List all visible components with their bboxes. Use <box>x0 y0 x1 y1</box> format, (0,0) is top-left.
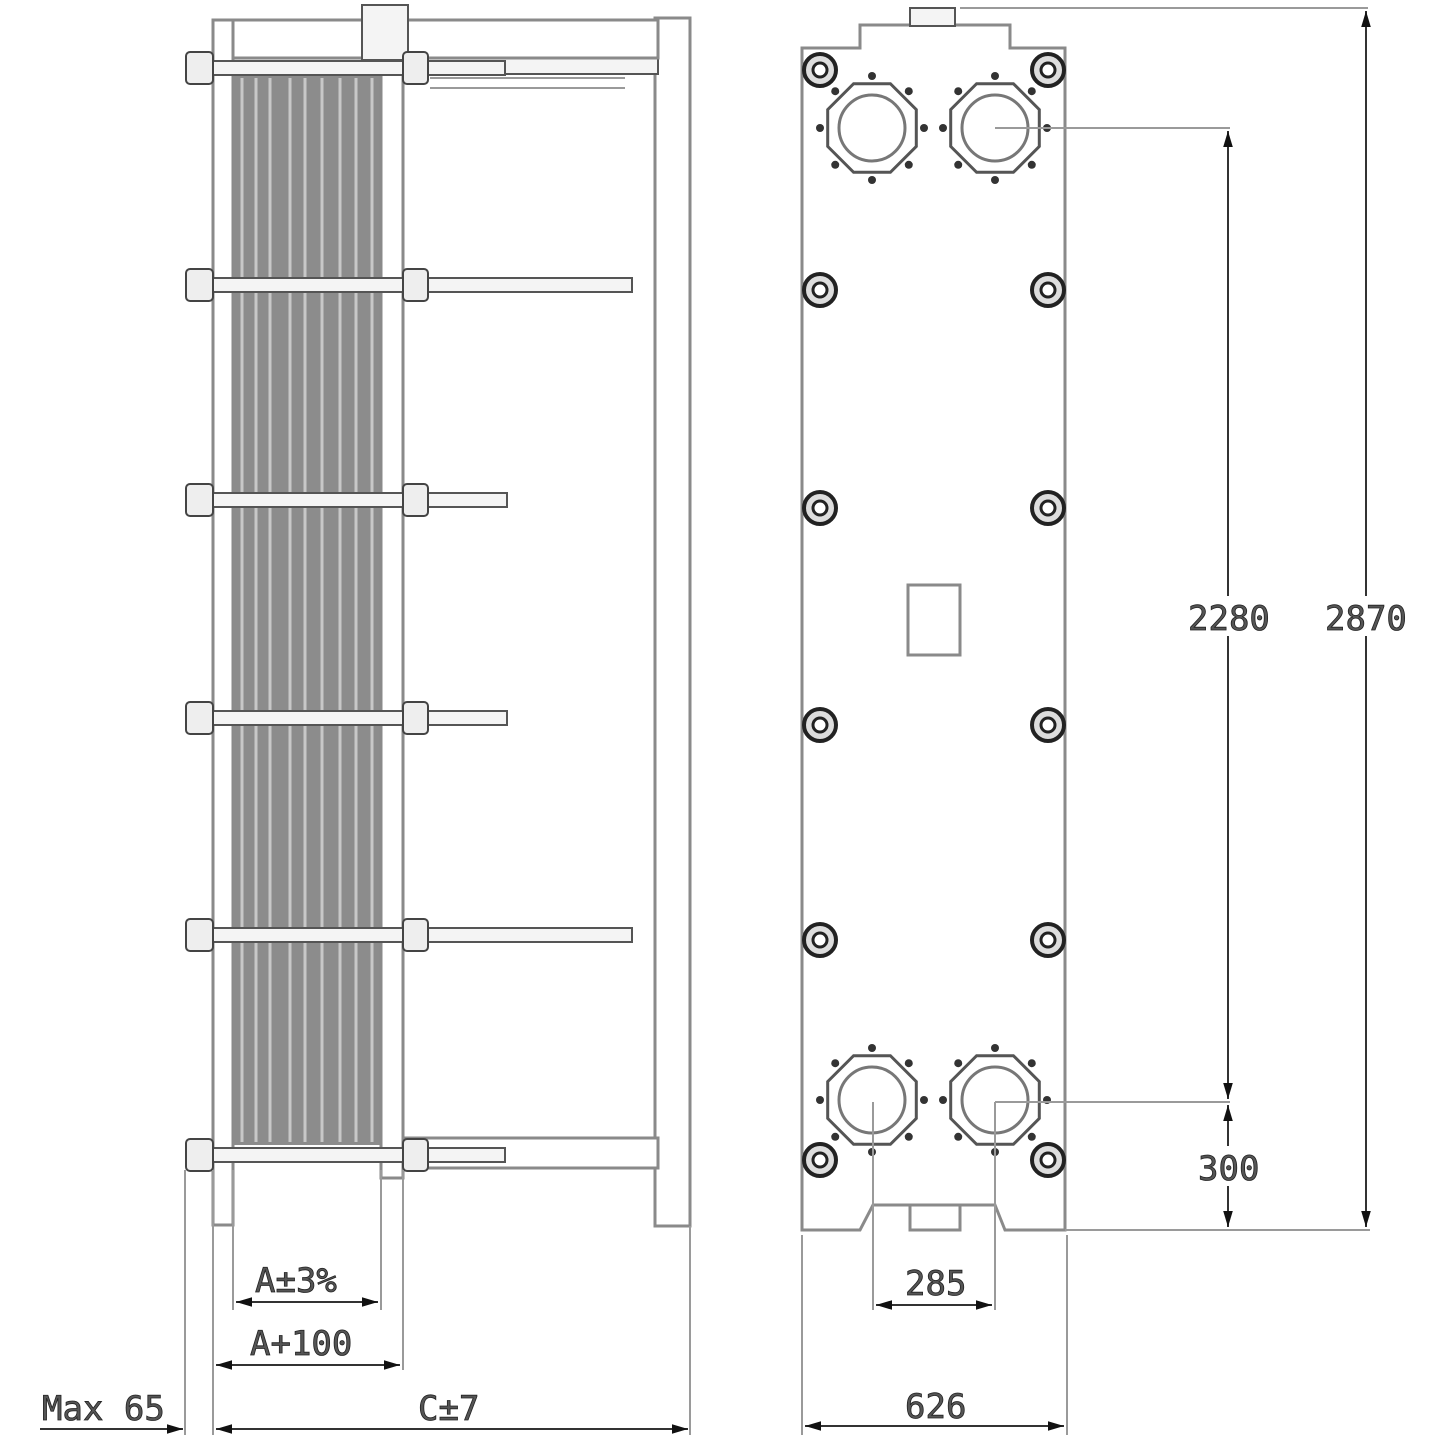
bolt-nut-icon <box>1030 490 1066 526</box>
stud-icon <box>831 1132 840 1141</box>
bolt-nut-icon <box>1030 707 1066 743</box>
stud-icon <box>920 124 928 132</box>
nut-icon <box>402 918 429 952</box>
side-view: A±3% A+100 Max 65 C±7 <box>40 4 692 1435</box>
stud-icon <box>868 1044 876 1052</box>
plate-pack-stripes <box>240 78 374 1142</box>
tie-rod <box>185 51 506 85</box>
port <box>816 72 928 184</box>
dim-overall-length: C±7 <box>418 1389 479 1429</box>
stud-icon <box>1027 87 1036 96</box>
nut-icon <box>185 701 214 735</box>
stud-icon <box>868 72 876 80</box>
bolt-nut-icon <box>1030 272 1066 308</box>
dim-port-to-bottom: 300 <box>1198 1149 1259 1189</box>
tie-rod <box>185 483 508 517</box>
nut-icon <box>402 483 429 517</box>
stud-icon <box>920 1096 928 1104</box>
stud-icon <box>991 1044 999 1052</box>
bolt-nut-icon <box>802 707 838 743</box>
stud-icon <box>904 87 913 96</box>
frame-plate <box>211 18 235 1227</box>
dim-port-vertical: 2280 <box>1188 599 1270 639</box>
clamping-bolts <box>802 52 1066 1178</box>
stud-icon <box>831 160 840 169</box>
bolt-nut-icon <box>802 490 838 526</box>
nut-icon <box>402 51 429 85</box>
port <box>939 1044 1051 1156</box>
nut-icon <box>185 1138 214 1172</box>
stud-icon <box>1027 1059 1036 1068</box>
stud-icon <box>1027 1132 1036 1141</box>
bolt-nut-icon <box>802 272 838 308</box>
stud-icon <box>991 72 999 80</box>
stud-icon <box>954 87 963 96</box>
dim-port-horizontal: 285 <box>905 1264 966 1304</box>
nut-icon <box>185 51 214 85</box>
tie-rods <box>185 51 633 1172</box>
bolt-nut-icon <box>1030 52 1066 88</box>
nameplate <box>906 583 962 657</box>
bolt-nut-icon <box>1030 922 1066 958</box>
nut-icon <box>185 483 214 517</box>
nut-icon <box>402 268 429 302</box>
nut-icon <box>402 701 429 735</box>
nut-icon <box>402 1138 429 1172</box>
top-connection <box>361 4 409 61</box>
stud-icon <box>954 160 963 169</box>
bolt-nut-icon <box>802 1142 838 1178</box>
stud-icon <box>816 1096 824 1104</box>
stud-icon <box>904 160 913 169</box>
stud-icon <box>954 1059 963 1068</box>
stud-icon <box>991 176 999 184</box>
stud-icon <box>868 176 876 184</box>
bolt-nut-icon <box>1030 1142 1066 1178</box>
bolt-nut-icon <box>802 922 838 958</box>
stud-icon <box>831 1059 840 1068</box>
stud-icon <box>904 1059 913 1068</box>
stud-icon <box>831 87 840 96</box>
tie-rod <box>185 1138 506 1172</box>
stud-icon <box>816 124 824 132</box>
nut-icon <box>185 268 214 302</box>
tie-rod <box>185 701 508 735</box>
front-view: 2280 2870 300 285 626 <box>800 7 1407 1435</box>
stud-icon <box>939 124 947 132</box>
nut-icon <box>185 918 214 952</box>
dim-frame-inner: A+100 <box>250 1324 352 1364</box>
stud-icon <box>939 1096 947 1104</box>
stud-icon <box>1027 160 1036 169</box>
dim-plate-pack: A±3% <box>255 1261 337 1301</box>
stud-icon <box>954 1132 963 1141</box>
dim-overall-height: 2870 <box>1325 599 1407 639</box>
dim-overall-width: 626 <box>905 1387 966 1427</box>
bolt-nut-icon <box>802 52 838 88</box>
tie-rod <box>185 268 633 302</box>
stud-icon <box>904 1132 913 1141</box>
ports <box>816 72 1051 1156</box>
pressure-plate <box>379 58 405 1180</box>
dim-max-overhang: Max 65 <box>42 1389 165 1429</box>
support-column <box>653 16 692 1228</box>
tie-rod <box>185 918 633 952</box>
